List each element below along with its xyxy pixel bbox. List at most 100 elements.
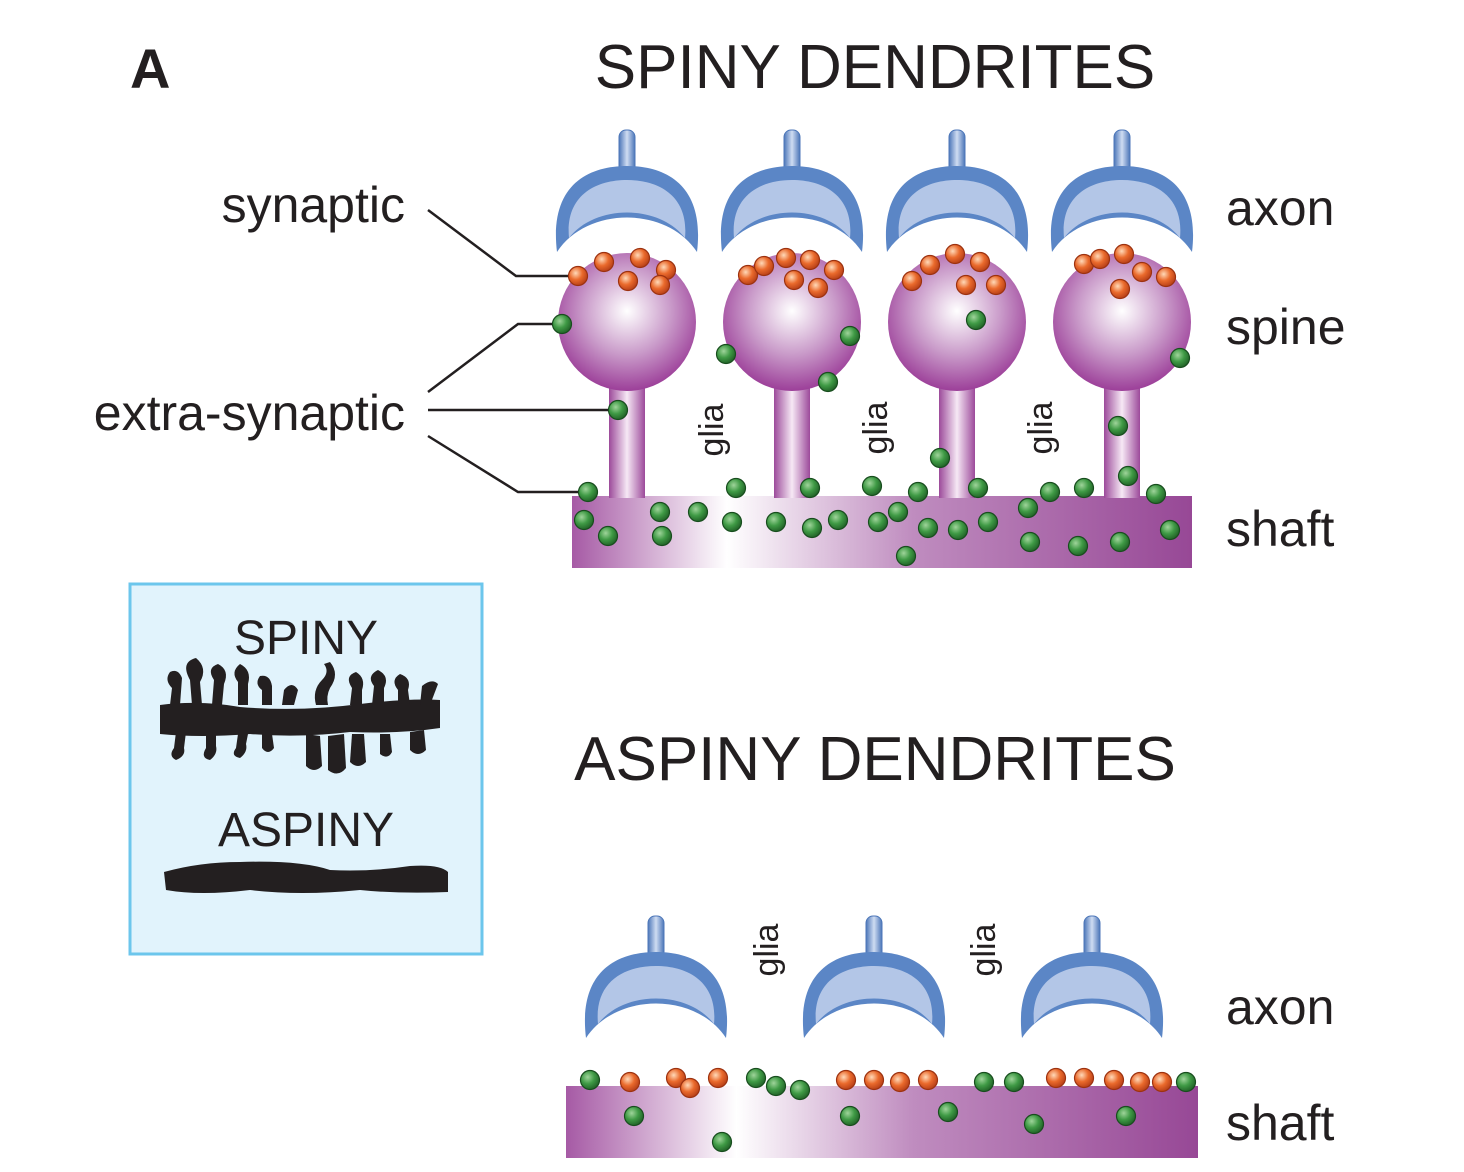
synaptic-receptor xyxy=(593,251,615,273)
extra-synaptic-receptor xyxy=(965,309,987,331)
synaptic-receptor xyxy=(1151,1071,1173,1093)
synaptic-receptor xyxy=(783,269,805,291)
extra-synaptic-receptor xyxy=(895,545,917,567)
synaptic-receptor xyxy=(985,274,1007,296)
spiny-shaft xyxy=(572,496,1192,568)
extra-synaptic-receptor xyxy=(1169,347,1191,369)
spiny-receptors xyxy=(551,243,1191,567)
spiny-glia-label-2: glia xyxy=(857,401,895,454)
synaptic-receptor xyxy=(665,1067,687,1089)
extra-synaptic-receptor xyxy=(597,525,619,547)
aspiny-glia-label-2: glia xyxy=(965,923,1003,976)
synaptic-receptor xyxy=(807,277,829,299)
extra-synaptic-receptor xyxy=(765,511,787,533)
extra-synaptic-receptor xyxy=(947,519,969,541)
extra-synaptic-leader-shaft xyxy=(427,434,588,494)
aspiny-silhouette xyxy=(164,861,448,893)
aspiny-axon-1 xyxy=(584,915,728,1038)
aspiny-axon-label: axon xyxy=(1226,979,1334,1035)
spine-neck xyxy=(774,370,810,498)
morphology-inset: SPINY ASPINY xyxy=(128,582,484,956)
extra-synaptic-receptor xyxy=(651,525,673,547)
spine-head xyxy=(1053,253,1191,391)
extra-synaptic-receptor xyxy=(649,501,671,523)
synaptic-receptor xyxy=(1103,1069,1125,1091)
spiny-axon-terminals xyxy=(555,129,1194,252)
extra-synaptic-receptor xyxy=(607,399,629,421)
extra-synaptic-receptor xyxy=(579,1069,601,1091)
extra-synaptic-receptor xyxy=(623,1105,645,1127)
extra-synaptic-receptor xyxy=(721,511,743,533)
synaptic-label: synaptic xyxy=(222,177,405,233)
extra-synaptic-receptor xyxy=(551,313,573,335)
aspiny-axon-2 xyxy=(802,915,946,1038)
extra-synaptic-receptor xyxy=(765,1075,787,1097)
extra-synaptic-receptor xyxy=(1023,1113,1045,1135)
synaptic-receptor xyxy=(617,270,639,292)
synaptic-receptor xyxy=(649,274,671,296)
extra-synaptic-receptor xyxy=(917,517,939,539)
synaptic-receptor xyxy=(1109,278,1131,300)
synaptic-receptor xyxy=(629,247,651,269)
synaptic-receptor xyxy=(679,1077,701,1099)
spiny-title: SPINY DENDRITES xyxy=(595,33,1155,102)
extra-synaptic-receptor xyxy=(827,509,849,531)
extra-synaptic-receptor xyxy=(907,481,929,503)
aspiny-title: ASPINY DENDRITES xyxy=(574,725,1176,794)
spine-neck xyxy=(939,370,975,498)
extra-synaptic-receptor xyxy=(1107,415,1129,437)
synaptic-receptor xyxy=(1131,261,1153,283)
extra-synaptic-receptor xyxy=(1159,519,1181,541)
aspiny-axon-terminals xyxy=(584,915,1164,1038)
synaptic-receptor xyxy=(944,243,966,265)
spiny-silhouette xyxy=(160,658,440,774)
spiny-axon-4 xyxy=(1050,129,1194,252)
synaptic-receptor xyxy=(835,1069,857,1091)
aspiny-receptors xyxy=(579,1067,1197,1153)
synaptic-receptor xyxy=(753,255,775,277)
spiny-glia-label-1: glia xyxy=(693,403,731,456)
extra-synaptic-label: extra-synaptic xyxy=(94,385,405,441)
spiny-axon-3 xyxy=(885,129,1029,252)
synaptic-leader-line xyxy=(427,209,578,278)
extra-synaptic-receptor xyxy=(745,1067,767,1089)
extra-synaptic-receptor xyxy=(799,477,821,499)
extra-synaptic-receptor xyxy=(1019,531,1041,553)
extra-synaptic-receptor xyxy=(1003,1071,1025,1093)
synaptic-receptor xyxy=(775,247,797,269)
inset-aspiny-label: ASPINY xyxy=(218,804,394,857)
extra-synaptic-receptor xyxy=(1115,1105,1137,1127)
extra-synaptic-receptor xyxy=(887,501,909,523)
synaptic-receptor xyxy=(707,1067,729,1089)
extra-synaptic-receptor xyxy=(867,511,889,533)
extra-synaptic-leader-spine xyxy=(427,322,562,393)
aspiny-axon-3 xyxy=(1020,915,1164,1038)
synaptic-receptor xyxy=(567,265,589,287)
synaptic-receptor xyxy=(823,259,845,281)
synaptic-receptor xyxy=(901,270,923,292)
extra-synaptic-receptor xyxy=(687,501,709,523)
extra-synaptic-receptor xyxy=(1073,477,1095,499)
extra-synaptic-receptor xyxy=(1017,497,1039,519)
synaptic-receptor xyxy=(969,251,991,273)
extra-synaptic-receptor xyxy=(973,1071,995,1093)
extra-synaptic-receptor xyxy=(929,447,951,469)
spine-neck xyxy=(609,370,645,498)
extra-synaptic-receptor xyxy=(861,475,883,497)
synaptic-receptor xyxy=(737,264,759,286)
spiny-axon-2 xyxy=(720,129,864,252)
synaptic-receptor xyxy=(955,274,977,296)
extra-synaptic-receptor xyxy=(977,511,999,533)
extra-synaptic-receptor xyxy=(937,1101,959,1123)
extra-synaptic-receptor xyxy=(789,1079,811,1101)
aspiny-shaft xyxy=(566,1086,1198,1158)
synaptic-receptor xyxy=(619,1071,641,1093)
synaptic-receptor xyxy=(919,254,941,276)
extra-synaptic-receptor xyxy=(801,517,823,539)
spiny-axon-label: axon xyxy=(1226,180,1334,236)
synaptic-receptor xyxy=(1089,248,1111,270)
extra-synaptic-receptor xyxy=(839,1105,861,1127)
spines-group xyxy=(558,253,1191,498)
synaptic-receptor xyxy=(889,1071,911,1093)
